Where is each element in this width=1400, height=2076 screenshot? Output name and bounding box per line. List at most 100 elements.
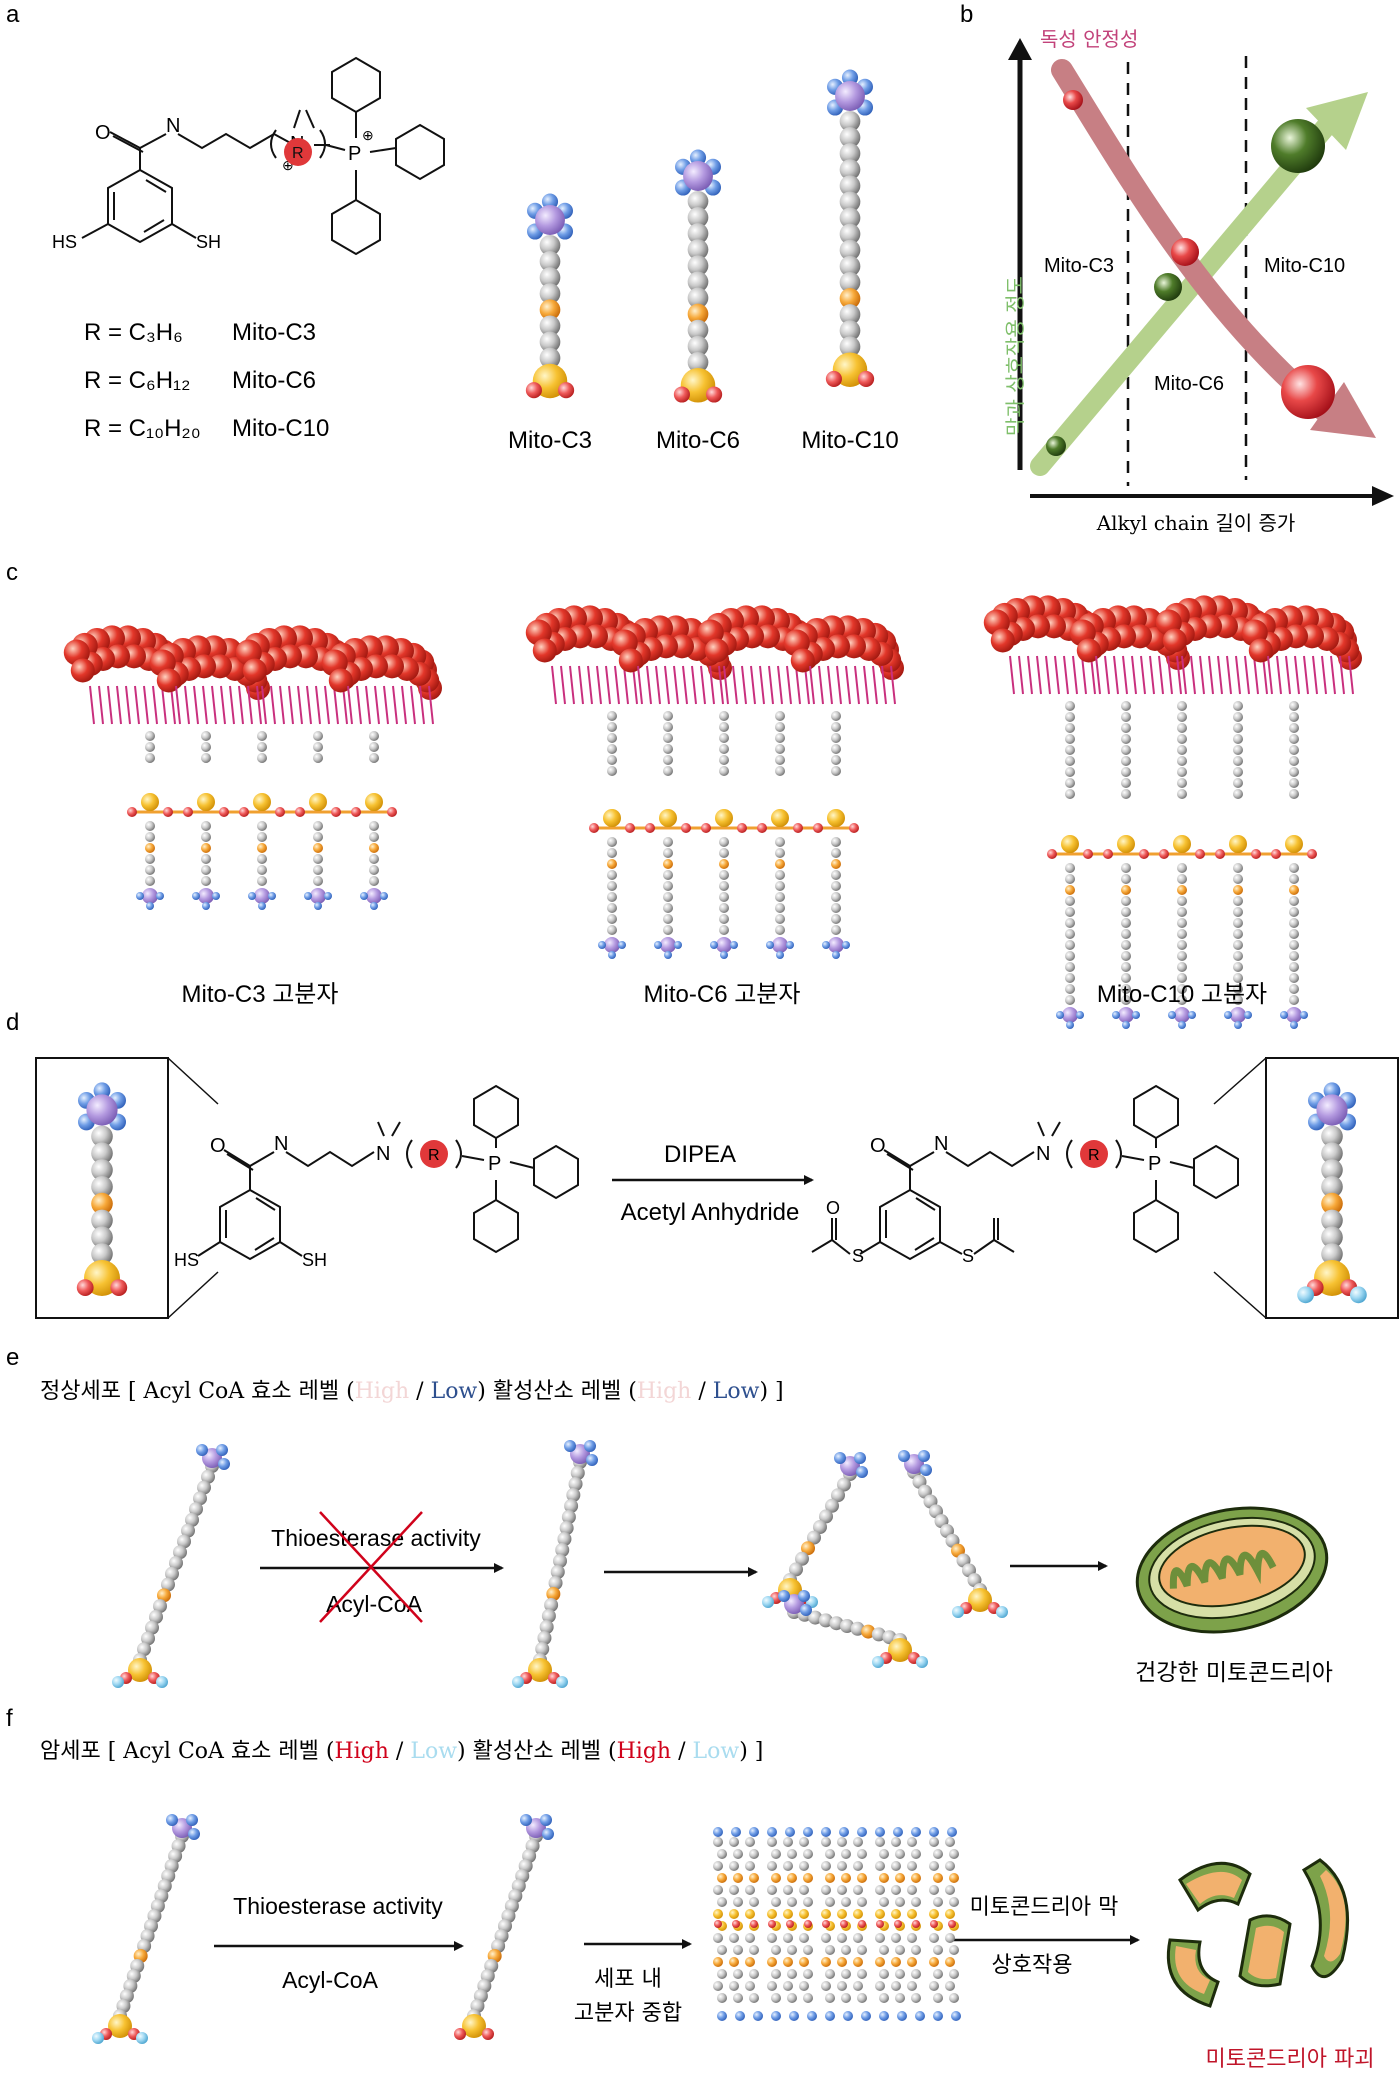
r-row-1-formula: R = C₃H₆	[84, 319, 183, 346]
carbon-bead	[1121, 995, 1131, 1005]
carbon-bead	[257, 832, 267, 842]
membrane-bead	[787, 1969, 797, 1979]
panel-e-ball-models	[112, 1440, 1008, 1688]
carbon-bead	[719, 892, 729, 902]
lipid-head	[156, 668, 181, 693]
membrane-bead	[895, 1945, 905, 1955]
carbon-bead	[181, 1523, 195, 1538]
methyl-bead	[1280, 1011, 1288, 1019]
membrane-bead	[771, 1873, 781, 1883]
panel-a-ball-models	[525, 69, 875, 403]
panel-a-model-labels: Mito-C3 Mito-C6 Mito-C10	[508, 427, 899, 454]
sulfur-bead	[1047, 849, 1057, 859]
carbon-bead	[839, 304, 861, 325]
lipid-tail	[288, 685, 294, 725]
carbon-bead	[831, 744, 841, 754]
methyl-bead	[897, 2011, 907, 2021]
membrane-bead	[853, 1981, 863, 1991]
membrane-bead	[803, 1873, 813, 1883]
lipid-tail	[1276, 655, 1282, 695]
lipid-tail	[1253, 655, 1259, 695]
f-header-low1: Low	[410, 1739, 457, 1764]
benzene-bead	[108, 2014, 132, 2038]
membrane-bead	[841, 1993, 851, 2003]
amide-bead	[91, 1192, 113, 1215]
carbon-bead	[145, 731, 155, 741]
membrane-bead	[771, 1897, 781, 1907]
sulfur-bead	[1083, 849, 1093, 859]
membrane-bead	[933, 1993, 943, 2003]
carbon-bead	[313, 865, 323, 875]
membrane-bead	[821, 1837, 831, 1847]
carbon-bead	[137, 1642, 151, 1657]
lipid-tail	[632, 665, 638, 705]
interaction-point-c10	[1271, 119, 1325, 173]
methyl-bead	[778, 1590, 790, 1602]
sulfur-bead	[822, 1920, 830, 1928]
phosphonium-bead	[1062, 1007, 1078, 1023]
f-step2-line2: 고분자 중합	[574, 2001, 682, 2026]
membrane-bead	[783, 1933, 793, 1943]
panel-b-plot: 독성 안정성 막과 상호작용 정도 Alkyl chain 길이 증가 Mito…	[1003, 27, 1394, 535]
carbon-bead	[1289, 896, 1299, 906]
membrane-bead	[713, 1933, 723, 1943]
carbon-bead	[149, 1609, 163, 1624]
benzene-bead	[141, 793, 159, 811]
membrane-bead	[837, 1837, 847, 1847]
phosphonium-bead	[772, 937, 788, 953]
f-model-acetylated	[92, 1814, 200, 2044]
sulfur-bead	[876, 1920, 884, 1928]
amide-bead	[801, 1541, 815, 1556]
carbon-bead	[1065, 962, 1075, 972]
carbon-bead	[1065, 984, 1075, 994]
amide-bead	[1321, 1192, 1343, 1215]
membrane-bead	[949, 1993, 959, 2003]
carbon-bead	[201, 1469, 215, 1484]
carbon-bead	[537, 1631, 552, 1645]
lipid-tail	[786, 665, 792, 705]
lipid-tail	[777, 665, 783, 705]
membrane-bead	[895, 1873, 905, 1883]
carbon-bead	[1289, 767, 1299, 777]
sulfur-bead	[110, 1279, 128, 1296]
membrane-bead	[787, 1849, 797, 1859]
amide-bead	[1233, 885, 1243, 895]
carbon-bead	[607, 914, 617, 924]
plus-charge-p: ⊕	[362, 127, 374, 143]
lipid-tail	[768, 665, 774, 705]
carbon-bead	[1121, 745, 1131, 755]
methyl-bead	[186, 1814, 198, 1826]
reactant-r-marker	[420, 1140, 448, 1168]
carbon-bead	[257, 865, 267, 875]
membrane-bead	[803, 1945, 813, 1955]
methyl-bead	[324, 892, 332, 900]
carbon-bead	[1065, 940, 1075, 950]
carbon-bead	[789, 1562, 803, 1577]
carbon-bead	[831, 733, 841, 743]
membrane-bead	[799, 1981, 809, 1991]
carbon-bead	[607, 766, 617, 776]
carbon-bead	[831, 892, 841, 902]
lipid-tail	[1321, 655, 1327, 695]
carbon-bead	[1233, 962, 1243, 972]
benzene-bead	[197, 793, 215, 811]
lipid-tail	[1226, 655, 1232, 695]
carbon-bead	[839, 191, 861, 213]
carbon-bead	[839, 143, 861, 164]
toxicity-point-c3	[1063, 90, 1083, 110]
membrane-bead	[837, 1933, 847, 1943]
amide-bead	[1121, 885, 1131, 895]
membrane-bead	[821, 1981, 831, 1991]
membrane-bead	[713, 1861, 723, 1871]
lipid-tail	[1131, 655, 1137, 695]
lipid-tail	[1167, 655, 1173, 695]
product-p: P	[1148, 1153, 1161, 1175]
methyl-bead	[1168, 1011, 1176, 1019]
sulfur-bead	[750, 1920, 758, 1928]
carbon-bead	[1121, 767, 1131, 777]
e-triangle-left	[762, 1452, 868, 1608]
sulfur-bead	[76, 1279, 94, 1296]
membrane-bead	[783, 1837, 793, 1847]
membrane-bead	[945, 1861, 955, 1871]
acetyl-bead	[92, 2032, 104, 2044]
